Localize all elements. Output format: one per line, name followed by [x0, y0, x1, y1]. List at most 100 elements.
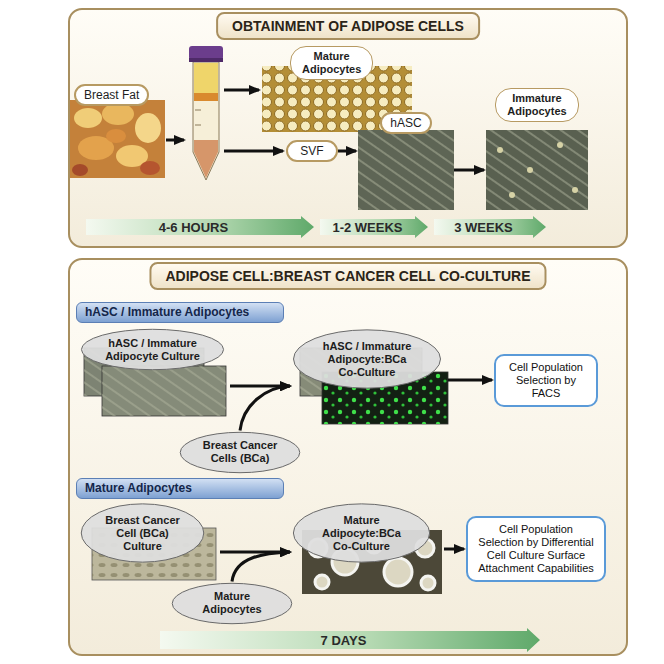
process-arrow — [166, 139, 184, 142]
ellipse-text: Breast Cancer Cell (BCa) Culture — [102, 514, 184, 553]
process-arrow — [224, 150, 283, 153]
hasc-photo — [358, 130, 454, 210]
section-panel: ADIPOSE CELL:BREAST CANCER CELL CO-CULTU… — [68, 258, 628, 656]
ellipse-outline — [180, 432, 300, 472]
process-arrow — [224, 89, 259, 92]
photo-ground — [358, 130, 454, 210]
adipocyte-ring — [315, 575, 329, 589]
image-label: Mature Adipocytes — [302, 50, 361, 76]
arrow-label-row: 3 WEEKS — [434, 216, 533, 238]
photo-ground — [486, 130, 588, 210]
ellipse-outline — [81, 329, 223, 369]
image-box: hASC / Immature Adipocyte:BCa Co-Culture — [292, 328, 448, 426]
panel-heading: OBTAINMENT OF ADIPOSE CELLS — [216, 12, 480, 40]
timeline-arrow: 4-6 HOURS — [86, 216, 314, 238]
image-label: hASC — [390, 116, 421, 130]
connector-arrow — [444, 548, 464, 551]
ellipse-text: hASC / Immature Adipocyte Culture — [105, 337, 201, 363]
subsection-tab: hASC / Immature Adipocytes — [76, 302, 284, 323]
ellipse-label: hASC / Immature Adipocyte Culture — [105, 337, 201, 363]
label-shape: Breast Cancer Cell (BCa) Culture — [80, 502, 205, 564]
timeline-arrow: 1-2 WEEKS — [320, 216, 428, 238]
box-label: Cell Population Selection by Differentia… — [475, 523, 597, 575]
tab-label: hASC / Immature Adipocytes — [85, 305, 275, 320]
immature-adipocyte-photo — [486, 130, 588, 210]
image-box: hASC / Immature Adipocyte Culture — [80, 328, 230, 418]
tube-cap — [189, 46, 223, 60]
arrow-body — [86, 216, 314, 238]
timeline-label: 4-6 HOURS — [159, 220, 228, 235]
tube-mark — [195, 110, 201, 111]
panel-ground — [69, 9, 627, 247]
centrifuge-tube — [189, 46, 223, 180]
tube-cap — [189, 58, 223, 62]
vessel — [72, 164, 88, 176]
ellipse-text: Mature Adipocytes — [192, 590, 272, 616]
ellipse-label: Mature Adipocyte:BCa Co-Culture — [316, 514, 408, 553]
ellipse-outline — [293, 504, 429, 562]
ellipse-label: hASC / Immature Adipocyte:BCa Co-Culture — [317, 340, 417, 379]
photo-cells — [486, 130, 588, 210]
vessel — [140, 161, 160, 175]
photo-cells — [358, 130, 454, 210]
ellipse-label: Breast Cancer Cells (BCa) — [200, 439, 280, 465]
ellipse-label: Mature Adipocytes — [192, 590, 272, 616]
box-label: SVF — [288, 144, 336, 158]
label-shape: Mature Adipocytes — [290, 46, 373, 80]
image-label: Immature Adipocytes — [507, 92, 566, 118]
photo-ground — [70, 100, 165, 178]
tube-pellet — [194, 140, 218, 178]
label-shape: Immature Adipocytes — [495, 88, 578, 122]
lipid-droplet — [509, 192, 515, 198]
connector-arrow — [454, 169, 484, 172]
ellipse-outline — [172, 583, 292, 623]
timeline-arrow: 7 DAYS — [160, 628, 540, 652]
label-shape: hASC / Immature Adipocyte Culture — [80, 328, 225, 371]
arrow-body — [320, 216, 428, 238]
adipocyte-ring — [421, 576, 435, 590]
lipid-droplet — [497, 147, 503, 153]
arrow-body — [434, 216, 546, 238]
timeline-label: 7 DAYS — [321, 633, 367, 648]
tube-mark — [195, 125, 201, 126]
panel-ground — [69, 259, 627, 655]
lipid-droplet — [572, 187, 578, 193]
label-shape: Breast Fat — [74, 84, 149, 106]
connector-arrow — [232, 552, 290, 582]
fat-lobule — [106, 129, 126, 143]
ellipse-text: Mature Adipocyte:BCa Co-Culture — [316, 514, 408, 553]
photo-cells — [102, 366, 226, 416]
label-shape: hASC — [380, 112, 431, 134]
arrow-body — [160, 628, 540, 652]
arrow-label-row: 7 DAYS — [160, 628, 527, 652]
tube-body — [193, 62, 219, 180]
image-box: Breast Cancer Cell (BCa) Culture — [80, 502, 220, 582]
label-shape: hASC / Immature Adipocyte:BCa Co-Culture — [292, 328, 442, 390]
ellipse-text: Breast Cancer Cells (BCa) — [200, 439, 280, 465]
arrow-label-row: 1-2 WEEKS — [320, 216, 415, 238]
lipid-droplet — [527, 167, 533, 173]
tube-layer — [194, 93, 218, 101]
result-box: Cell Population Selection by Differentia… — [466, 516, 606, 582]
timeline-arrow: 3 WEEKS — [434, 216, 546, 238]
connector-arrow — [338, 150, 356, 153]
tab-label: Mature Adipocytes — [85, 481, 275, 496]
connector-arrow — [448, 379, 492, 382]
image-box: hASC — [358, 112, 454, 210]
tube-layer — [194, 63, 218, 93]
section-panel: OBTAINMENT OF ADIPOSE CELLS Breast Fat Mat… — [68, 8, 628, 248]
timeline-label: 3 WEEKS — [454, 220, 513, 235]
result-box: Cell Population Selection by FACS — [494, 354, 598, 407]
image-box: Breast Fat — [70, 84, 166, 178]
label-ellipse: Mature Adipocytes — [171, 582, 293, 625]
box-label: Cell Population Selection by FACS — [503, 361, 589, 400]
image-box: Immature Adipocytes — [486, 88, 588, 210]
fat-lobule — [74, 108, 102, 128]
label-pill: SVF — [286, 140, 338, 162]
image-label: Breast Fat — [84, 88, 139, 102]
adipocyte-ring — [384, 558, 412, 586]
breast-fat-photo — [70, 100, 165, 178]
photo-ground — [102, 366, 226, 416]
label-ellipse: Breast Cancer Cells (BCa) — [179, 431, 301, 474]
